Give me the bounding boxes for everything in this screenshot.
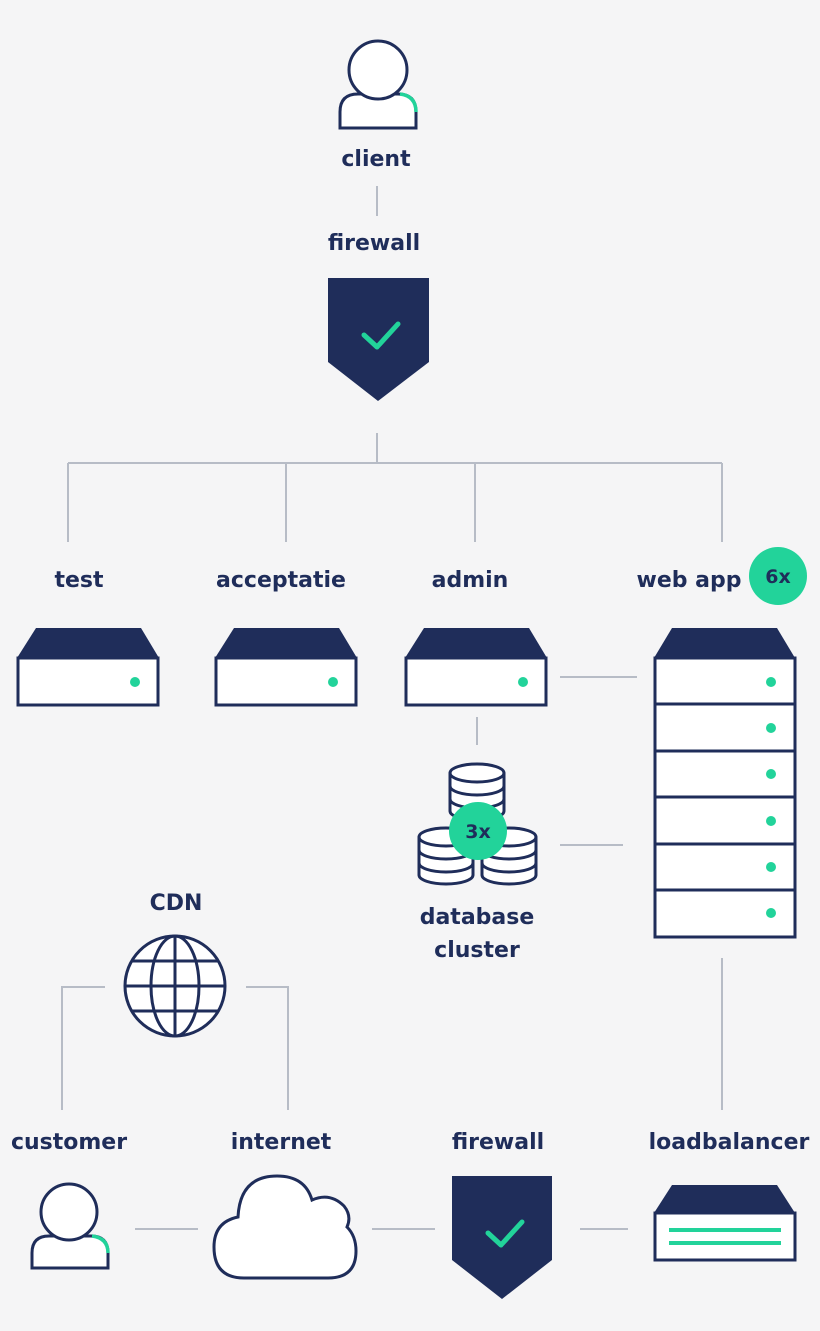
database-badge: 3x (449, 802, 507, 860)
firewall-top-label: firewall (328, 231, 420, 256)
cloud-icon (212, 1174, 358, 1280)
admin-label: admin (432, 568, 509, 593)
admin-server (404, 628, 548, 707)
user-icon (338, 39, 418, 130)
client-label: client (341, 147, 411, 172)
loadbalancer-label: loadbalancer (649, 1130, 810, 1155)
user-icon (30, 1182, 110, 1270)
test-server (16, 628, 160, 707)
customer-label: customer (11, 1130, 127, 1155)
acceptatie-server (214, 628, 358, 707)
database-label-line1: database (420, 905, 535, 930)
web-app-label: web app (637, 568, 742, 593)
shield-check-icon (328, 278, 429, 401)
client-node: client (338, 39, 418, 172)
server-icon (404, 628, 548, 707)
web-app-badge: 6x (749, 547, 807, 605)
server-rack-icon (653, 628, 797, 939)
customer-node (30, 1182, 110, 1270)
connectors (61, 186, 723, 1230)
internet-node (212, 1174, 358, 1280)
connector-customer-cdn (61, 986, 105, 1110)
server-icon (214, 628, 358, 707)
web-app-server-rack (653, 628, 797, 939)
globe-icon (123, 934, 227, 1038)
database-cluster-node: 3x database cluster (417, 762, 538, 963)
database-label-line2: cluster (434, 938, 520, 963)
acceptatie-label: acceptatie (216, 568, 346, 593)
loadbalancer-icon (653, 1185, 797, 1262)
cdn-node: CDN (123, 891, 227, 1038)
firewall-bottom-node (452, 1176, 552, 1299)
cdn-label: CDN (150, 891, 203, 916)
connector-cdn-internet (246, 986, 289, 1110)
svg-text:6x: 6x (765, 566, 790, 588)
firewall-top-node: firewall (328, 231, 429, 401)
test-label: test (54, 568, 104, 593)
server-icon (16, 628, 160, 707)
svg-text:3x: 3x (465, 821, 490, 843)
loadbalancer-node (653, 1185, 797, 1262)
shield-check-icon (452, 1176, 552, 1299)
internet-label: internet (231, 1130, 332, 1155)
firewall-bottom-label: firewall (452, 1130, 544, 1155)
